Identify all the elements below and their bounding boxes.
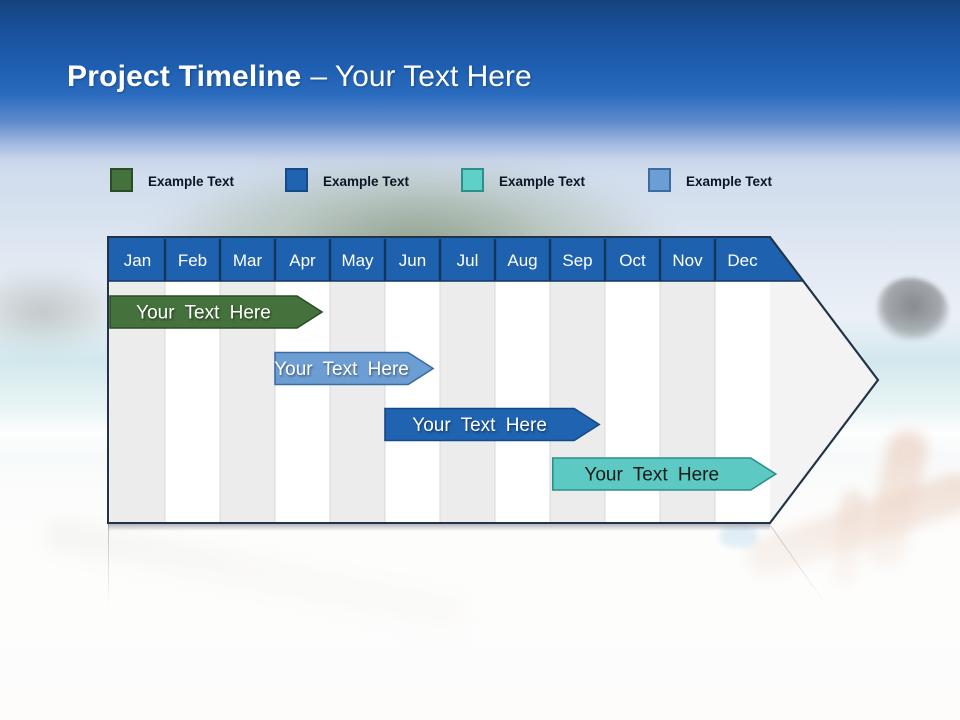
gantt-bar bbox=[274, 351, 435, 386]
month-column bbox=[495, 281, 550, 522]
month-label: Jan bbox=[124, 251, 151, 270]
gantt-bar bbox=[551, 457, 778, 491]
month-label: Dec bbox=[727, 251, 758, 270]
month-label: Nov bbox=[672, 251, 703, 270]
month-column bbox=[330, 281, 385, 522]
month-label: Apr bbox=[289, 251, 316, 270]
month-column bbox=[385, 281, 440, 522]
legend-item: Example Text bbox=[461, 168, 585, 192]
legend-swatch-green bbox=[110, 168, 133, 192]
month-label: Jul bbox=[457, 251, 479, 270]
table-left-reflection bbox=[108, 524, 109, 608]
page-title: Project Timeline– Your Text Here bbox=[67, 60, 532, 94]
legend-swatch-teal bbox=[461, 168, 484, 192]
gantt-bar bbox=[384, 407, 601, 442]
gantt-bar bbox=[109, 295, 324, 329]
month-header-band bbox=[109, 238, 803, 281]
title-light-text: – Your Text Here bbox=[310, 60, 532, 93]
month-label: May bbox=[341, 251, 374, 270]
legend-label: Example Text bbox=[148, 173, 235, 189]
legend-label: Example Text bbox=[499, 173, 586, 189]
month-column bbox=[440, 281, 495, 522]
legend-item: Example Text bbox=[648, 168, 772, 192]
legend-label: Example Text bbox=[323, 173, 410, 189]
month-label: Oct bbox=[619, 251, 646, 270]
legend-swatch-blue bbox=[285, 168, 308, 192]
month-label: Feb bbox=[178, 251, 207, 270]
month-label: Sep bbox=[562, 251, 592, 270]
bar-label: Your Text Here bbox=[584, 465, 719, 486]
legend-item: Example Text bbox=[285, 168, 409, 192]
month-label: Mar bbox=[233, 251, 263, 270]
legend-item: Example Text bbox=[110, 168, 234, 192]
legend-label: Example Text bbox=[686, 173, 773, 189]
month-label: Jun bbox=[399, 251, 426, 270]
title-bold-text: Project Timeline bbox=[67, 60, 302, 93]
bar-label: Your Text Here bbox=[412, 415, 547, 436]
title-banner bbox=[0, 0, 960, 172]
bar-label: Your Text Here bbox=[274, 359, 409, 380]
month-label: Aug bbox=[507, 251, 537, 270]
bar-label: Your Text Here bbox=[136, 303, 271, 324]
table-shadow bbox=[108, 524, 770, 531]
timeline-arrow-outline bbox=[107, 236, 880, 524]
legend-swatch-steel bbox=[648, 168, 671, 192]
